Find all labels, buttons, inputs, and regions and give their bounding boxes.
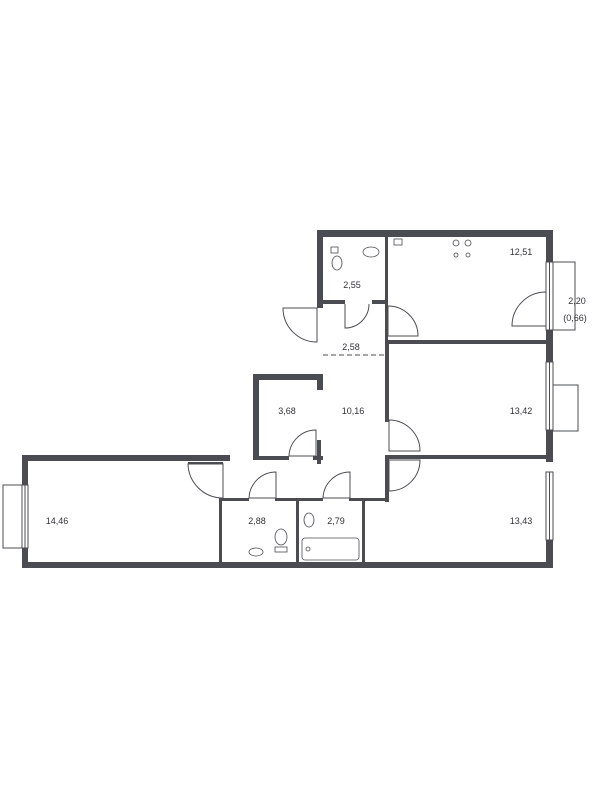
- balcony-area-label: 2,20: [568, 296, 586, 306]
- bath-sink-icon: [303, 512, 315, 528]
- bedroom-lower-area-label: 13,43: [510, 516, 533, 526]
- wc-area-label: 2,88: [248, 516, 266, 526]
- fixtures: [248, 238, 472, 561]
- wc-toilet-icon: [274, 528, 288, 553]
- storage-area-label: 3,68: [278, 406, 296, 416]
- windows: [2, 261, 579, 549]
- kitchen-area-label: 12,51: [510, 247, 533, 257]
- balcony-reduced-area-label: (0,66): [563, 313, 587, 323]
- bathroom-upper-area-label: 2,55: [343, 280, 361, 290]
- stove-icon: [452, 239, 472, 258]
- interior-walls: [188, 237, 553, 566]
- hall-area-label: 10,16: [342, 406, 365, 416]
- wc-sink-icon: [248, 547, 264, 557]
- kitchen-sink-icon: [393, 238, 403, 246]
- bathtub-icon: [301, 537, 360, 561]
- bedroom-upper-area-label: 13,42: [510, 406, 533, 416]
- walls: [22, 230, 553, 568]
- doors: [187, 291, 547, 499]
- sink-icon: [362, 246, 380, 258]
- corridor-area-label: 2,58: [342, 342, 360, 352]
- toilet-icon: [330, 246, 343, 271]
- room-labels: 12,51 2,55 2,20 (0,66) 2,58 3,68 10,16 1…: [46, 247, 587, 526]
- bathroom-lower-area-label: 2,79: [327, 516, 345, 526]
- living-area-label: 14,46: [46, 516, 69, 526]
